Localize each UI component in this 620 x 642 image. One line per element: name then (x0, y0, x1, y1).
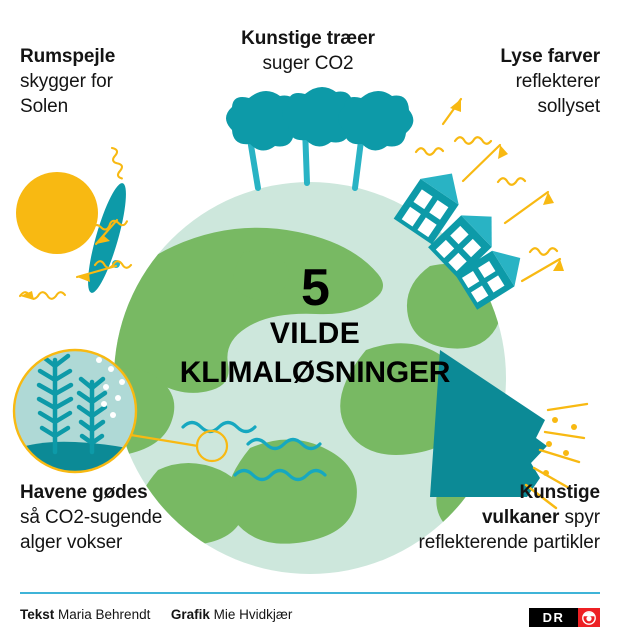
callout-artificial-trees-line2: suger CO2 (262, 53, 354, 74)
ocean-wave-group (181, 420, 327, 482)
sun-icon (16, 172, 98, 254)
house-reflection-ray-group (414, 97, 562, 283)
house-reflection-arrowhead-group (450, 99, 564, 271)
algae-plant (36, 353, 74, 455)
footer-divider (20, 592, 600, 594)
callout-ocean-fertilisation-line2: så CO2-sugende (20, 507, 163, 528)
seabed (14, 441, 136, 472)
page-title-line2: VILDE (269, 317, 361, 350)
callout-ocean-fertilisation-line3: alger vokser (20, 532, 123, 553)
algae-plant (76, 376, 108, 455)
dr-logo: DR (529, 608, 600, 627)
callout-space-mirrors-line2: skygger for (20, 71, 113, 92)
page-title: 5 VILDE KLIMALØSNINGER (150, 262, 480, 392)
callout-bright-colours-line3: sollyset (537, 96, 600, 117)
credit-graphic-author: Mie Hvidkjær (213, 607, 293, 622)
callout-artificial-volcanoes-line3: reflekterende partikler (418, 532, 601, 553)
callout-artificial-volcanoes-bold: vulkaner (481, 507, 560, 528)
footer: Tekst Maria Behrendt Grafik Mie Hvidkjær (0, 592, 620, 642)
callout-bright-colours: Lyse farver reflekterer sollyset (400, 44, 600, 119)
credit-text-label: Tekst (20, 607, 55, 622)
callout-artificial-volcanoes-line1: Kunstige (519, 482, 601, 503)
artificial-trees-icon (226, 86, 414, 191)
inset-anchor-ring (195, 429, 229, 463)
inset-ring (12, 348, 138, 474)
inset-connector-line (124, 432, 199, 448)
page-title-number: 5 (301, 259, 330, 317)
callout-artificial-volcanoes-line2-rest: spyr (559, 507, 600, 528)
callout-space-mirrors: Rumspejle skygger for Solen (20, 44, 115, 119)
callout-ocean-fertilisation-bold: Havene gødes (20, 482, 148, 503)
nutrient-bubble-group (96, 357, 125, 418)
credit-text-author: Maria Behrendt (58, 607, 151, 622)
callout-ocean-fertilisation: Havene gødes så CO2-sugende alger vokser (20, 480, 162, 555)
volcano-particle-dots (543, 417, 577, 476)
dr-logo-wordmark: DR (529, 608, 578, 627)
space-mirror-icon (88, 183, 126, 293)
callout-bright-colours-bold: Lyse farver (500, 46, 600, 67)
page-title-line3: KLIMALØSNINGER (179, 356, 451, 389)
mirror-ray-group (18, 146, 133, 300)
callout-bright-colours-line2: reflekterer (515, 71, 601, 92)
callout-artificial-trees-bold: Kunstige træer (241, 28, 375, 49)
mirror-arrowhead-group (20, 235, 110, 300)
callout-artificial-volcanoes-line2: vulkaner spyr (355, 505, 600, 530)
callout-space-mirrors-line3: Solen (20, 96, 69, 117)
dr-logo-eye-icon (578, 608, 600, 627)
callout-artificial-trees: Kunstige træer suger CO2 (222, 26, 394, 76)
callout-artificial-volcanoes: Kunstige vulkaner spyr reflekterende par… (355, 480, 601, 555)
credit-graphic-label: Grafik (170, 607, 210, 622)
footer-credits: Tekst Maria Behrendt Grafik Mie Hvidkjær (20, 606, 292, 624)
callout-space-mirrors-bold: Rumspejle (20, 46, 116, 67)
